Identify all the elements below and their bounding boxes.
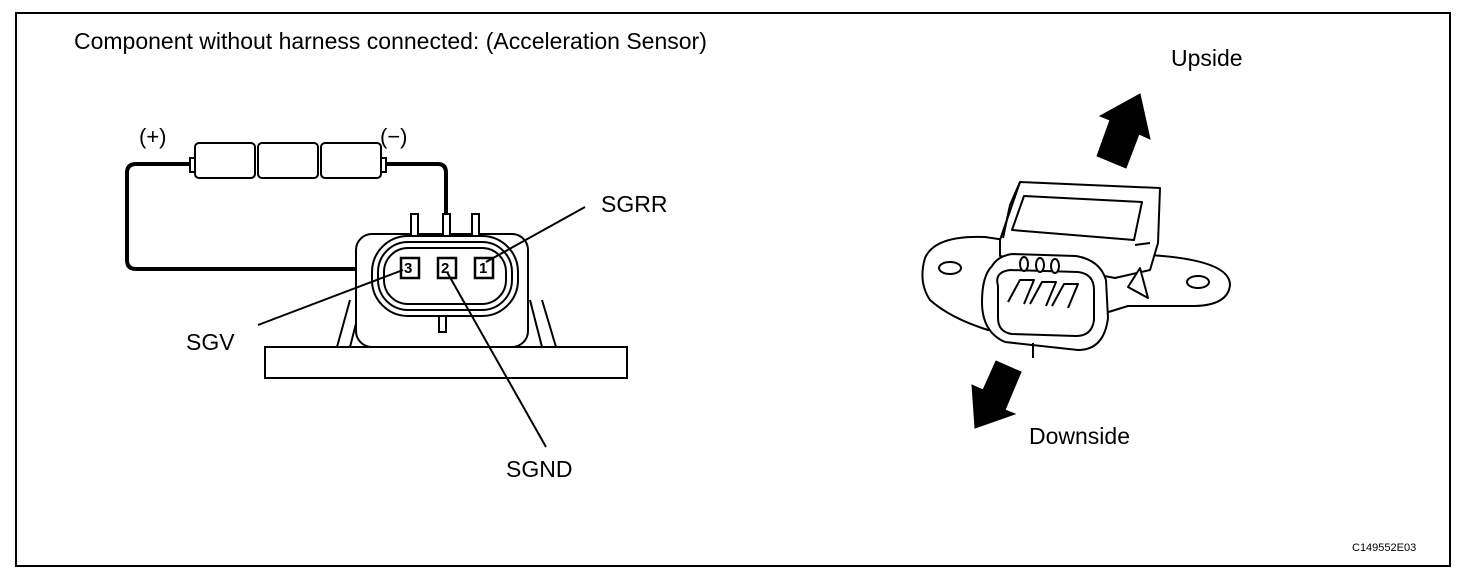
sensor-connector-opening (996, 269, 1095, 337)
terminal-1-number: 1 (479, 260, 488, 277)
sensor-pin-top-2 (1035, 257, 1045, 273)
housing-tab-right (471, 213, 480, 237)
figure-code: C149552E03 (1352, 542, 1417, 554)
mounting-hole-left (938, 261, 962, 275)
diagram-frame (15, 12, 1451, 567)
sgrr-label: SGRR (601, 191, 668, 217)
positive-lead-wire (125, 162, 400, 271)
sensor-top-recess (1011, 195, 1143, 241)
battery-cell-3 (320, 142, 382, 179)
terminal-3-box (399, 256, 421, 280)
positive-polarity-label: (+) (139, 124, 167, 149)
mounting-base (264, 346, 628, 379)
sgnd-leader-line (446, 271, 547, 448)
sensor-connector-pins (1007, 279, 1079, 309)
lead-wires (125, 162, 448, 271)
battery-cell-1 (194, 142, 256, 179)
negative-polarity-label: (−) (380, 124, 408, 149)
diagram-title: Component without harness connected: (Ac… (74, 28, 707, 54)
battery-negative-terminal (380, 157, 387, 173)
sensor-pin-top-1 (1019, 256, 1029, 272)
leader-lines (257, 206, 586, 448)
sgrr-leader-line (485, 206, 586, 263)
terminal-pins (399, 256, 495, 280)
housing-tab-center (442, 213, 451, 237)
housing-tab-left (410, 213, 419, 237)
orientation-arrows (971, 93, 1151, 429)
upside-label: Upside (1171, 45, 1243, 71)
sensor-pin-top-3 (1050, 258, 1060, 274)
acceleration-sensor-illustration (921, 181, 1231, 358)
negative-lead-wire (386, 162, 448, 262)
battery-cell-2 (257, 142, 319, 179)
downside-label: Downside (1029, 423, 1130, 449)
mounting-hole-right (1186, 275, 1210, 289)
battery-pack (189, 142, 387, 179)
sgnd-label: SGND (506, 456, 573, 482)
terminal-2-box (436, 256, 458, 280)
sgv-label: SGV (186, 329, 235, 355)
sensor-rib (1127, 267, 1149, 299)
terminal-3-number: 3 (404, 260, 413, 277)
upside-arrow-icon (1096, 93, 1151, 169)
housing-key (438, 315, 447, 333)
terminal-2-number: 2 (441, 260, 450, 277)
sgv-leader-line (257, 269, 404, 326)
connector-body (264, 213, 628, 379)
terminal-1-box (473, 256, 495, 280)
downside-arrow-icon (971, 360, 1022, 429)
